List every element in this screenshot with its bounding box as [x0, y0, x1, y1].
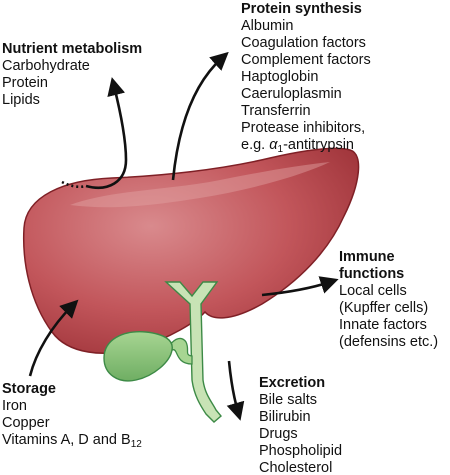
storage-item: Copper — [2, 415, 50, 431]
alpha-subscript: 1 — [277, 144, 284, 155]
excretion-arrow — [226, 360, 245, 421]
protein-item: Haptoglobin — [241, 69, 319, 85]
protein-synthesis-title: Protein synthesis — [241, 1, 362, 17]
excretion-item: Bilirubin — [259, 409, 311, 425]
protein-item: Protease inhibitors, — [241, 120, 366, 136]
immune-functions-block: Immune functions Local cells (Kupffer ce… — [339, 249, 438, 351]
storage-item-vitamins: Vitamins A, D and B12 — [2, 432, 142, 450]
immune-functions-title-line2: functions — [339, 266, 405, 282]
nutrient-metabolism-block: Nutrient metabolism Carbohydrate Protein… — [2, 41, 142, 109]
protein-item: Caeruloplasmin — [241, 86, 342, 102]
liver-shape — [22, 147, 360, 354]
immune-item: Local cells — [339, 283, 407, 299]
antitrypsin-suffix: -antitrypsin — [283, 137, 354, 153]
nutrient-item: Protein — [2, 75, 48, 91]
storage-item: Iron — [2, 398, 27, 414]
gallbladder — [103, 331, 173, 382]
vitamins-text: Vitamins A, D and B — [2, 432, 131, 448]
excretion-title: Excretion — [259, 375, 326, 391]
excretion-item: Phospholipid — [259, 443, 343, 459]
immune-arrow — [261, 276, 339, 297]
protein-synthesis-block: Protein synthesis Albumin Coagulation fa… — [241, 1, 371, 155]
bile-duct — [164, 281, 222, 423]
nutrient-item: Lipids — [2, 92, 40, 108]
storage-title: Storage — [2, 381, 56, 397]
protein-item: Complement factors — [241, 52, 371, 68]
excretion-item: Bile salts — [259, 392, 318, 408]
alpha-symbol: α — [269, 137, 278, 153]
excretion-block: Excretion Bile salts Bilirubin Drugs Pho… — [259, 375, 342, 475]
protein-item: Coagulation factors — [241, 35, 366, 51]
storage-arrow — [28, 299, 79, 377]
cystic-duct — [169, 337, 193, 365]
protein-item: Transferrin — [241, 103, 311, 119]
protein-item-antitrypsin: e.g. α1-antitrypsin — [241, 137, 371, 155]
liver-highlight — [70, 162, 330, 208]
immune-functions-title-line1: Immune — [339, 249, 395, 265]
immune-item: Innate factors — [339, 317, 427, 333]
protein-arrow — [171, 51, 229, 181]
immune-item: (Kupffer cells) — [339, 300, 429, 316]
excretion-item: Drugs — [259, 426, 298, 442]
protein-item: Albumin — [241, 18, 294, 34]
nutrient-item: Carbohydrate — [2, 58, 90, 74]
vitamin-b-subscript: 12 — [130, 439, 142, 450]
excretion-item: Cholesterol — [259, 460, 333, 475]
nutrient-metabolism-title: Nutrient metabolism — [2, 41, 143, 57]
nutrient-arrow — [85, 77, 128, 189]
storage-block: Storage Iron Copper Vitamins A, D and B1… — [2, 381, 142, 450]
antitrypsin-prefix: e.g. — [241, 137, 270, 153]
immune-item: (defensins etc.) — [339, 334, 439, 350]
